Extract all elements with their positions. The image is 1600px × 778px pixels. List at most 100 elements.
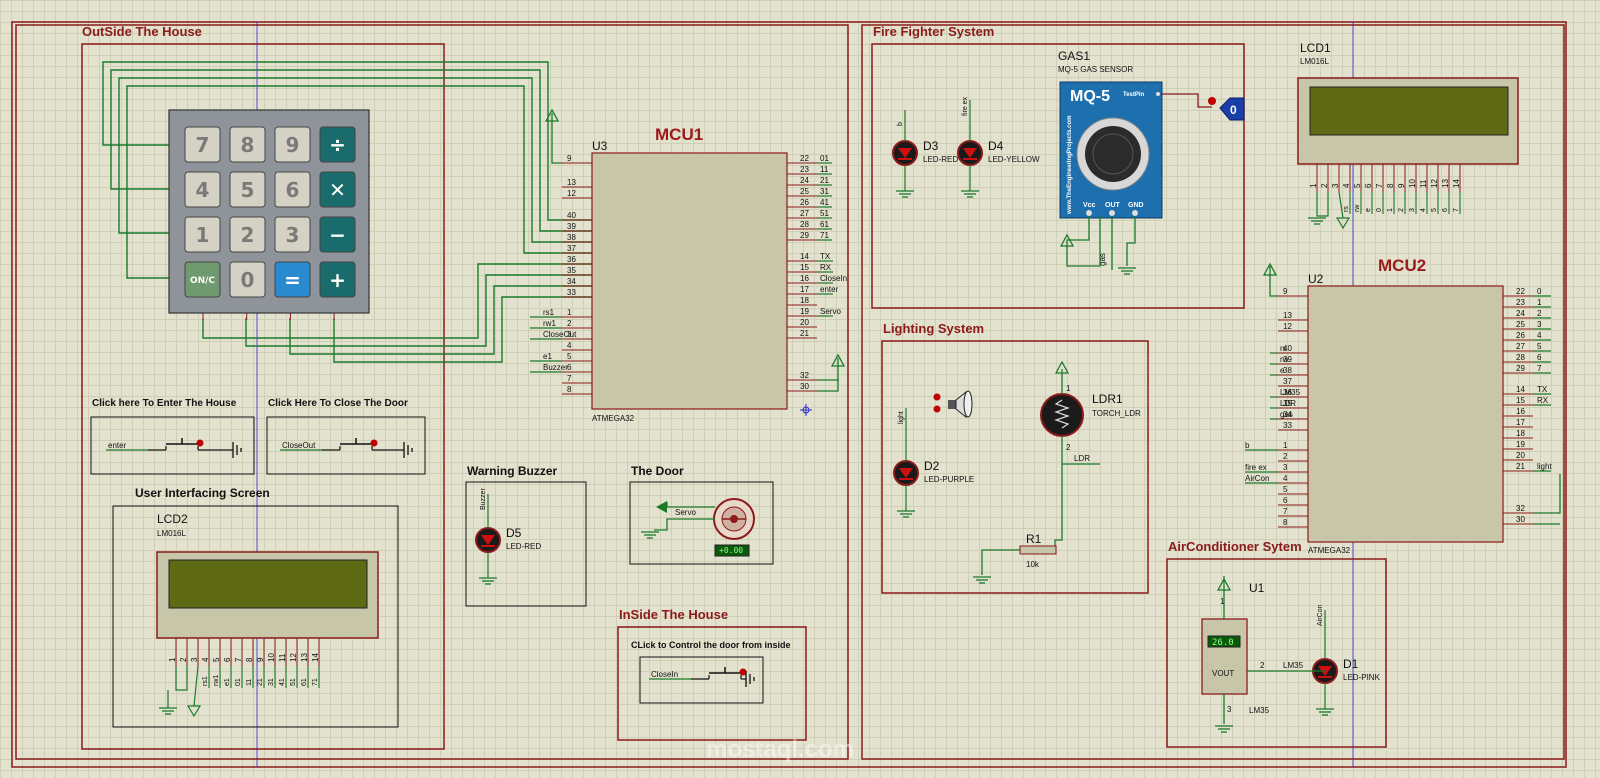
lcd2-net-label: 11: [246, 679, 253, 686]
gas-logic-probe[interactable]: [1219, 97, 1245, 121]
mcu2-pin-num: 17: [1516, 418, 1525, 427]
lcd2-net-label: rs1: [202, 676, 209, 686]
lm35-body[interactable]: [1201, 618, 1248, 695]
lcd1-part: LM016L: [1300, 57, 1329, 66]
gas-label: MQ-5: [1070, 88, 1110, 105]
keypad-key[interactable]: [319, 216, 356, 253]
lcd1-net-label: rs: [1343, 206, 1350, 212]
ldr-part: TORCH_LDR: [1092, 409, 1141, 418]
led-d3-glyph: [898, 148, 912, 158]
mcu2-pin-num: 33: [1283, 421, 1292, 430]
lcd1-pin-num: 8: [1386, 183, 1395, 188]
lcd1-pin-num: 3: [1331, 183, 1340, 188]
button-state-dot[interactable]: [196, 439, 204, 447]
mcu1-pin-num: 13: [567, 178, 576, 187]
servo-signal-arrow: [656, 501, 667, 513]
mcu1-pin-num: 15: [800, 263, 809, 272]
button-state-dot[interactable]: [739, 668, 747, 676]
mcu1-ref: U3: [592, 139, 608, 153]
keypad-key[interactable]: [184, 126, 221, 163]
keypad-key-label: 1: [196, 223, 210, 247]
keypad-key[interactable]: [274, 261, 311, 298]
keypad-key[interactable]: [274, 126, 311, 163]
mcu2-pin-num: 16: [1516, 407, 1525, 416]
mcu2-pin-num: 36: [1283, 388, 1292, 397]
led-d5-ref: D5: [506, 526, 522, 540]
mcu1-net-label: rw1: [543, 319, 556, 328]
mcu2-pin-num: 7: [1283, 507, 1288, 516]
mcu1-pin-num: 25: [800, 187, 809, 196]
gas-part: MQ-5 GAS SENSOR: [1058, 65, 1133, 74]
lcd2-pin-num: 14: [311, 653, 320, 662]
mcu1-pin-num: 6: [567, 363, 572, 372]
keypad-key[interactable]: [184, 216, 221, 253]
mcu2-net-label: 4: [1537, 331, 1542, 340]
mcu2-title: MCU2: [1378, 256, 1426, 275]
mcu1-pin-num: 32: [800, 371, 809, 380]
enter-button-box: [90, 416, 255, 475]
keypad-key[interactable]: [184, 171, 221, 208]
resistor-r1[interactable]: [1019, 545, 1057, 555]
lcd2-pin-num: 13: [300, 653, 309, 662]
lcd2-pin-num: 10: [267, 653, 276, 662]
power-terminal-icon: [830, 353, 846, 367]
keypad-key[interactable]: [229, 216, 266, 253]
lcd2-net-label: 51: [290, 678, 297, 686]
frame-lighting: [881, 340, 1149, 594]
mcu1-pin-num: 18: [800, 296, 809, 305]
mcu1-net-label: 11: [820, 165, 829, 174]
mcu2-reset-wire: [1269, 266, 1278, 297]
keypad-key[interactable]: [274, 171, 311, 208]
lcd2-net-label: rw1: [213, 675, 220, 686]
gas-pin-gnd: [1132, 210, 1138, 216]
lcd2-pin-num: 12: [289, 653, 298, 662]
lm35-reading: 26.0: [1212, 638, 1234, 648]
ldr-ref: LDR1: [1092, 392, 1123, 406]
led-d1-part: LED-PINK: [1343, 673, 1381, 682]
mcu1-body[interactable]: [591, 152, 788, 410]
keypad-key[interactable]: [229, 261, 266, 298]
mcu1-net-label: Buzzer: [543, 363, 568, 372]
button-state-dot[interactable]: [370, 439, 378, 447]
mcu2-net-label: 1: [1537, 298, 1542, 307]
keypad-key[interactable]: [319, 126, 356, 163]
mcu1-pin-num: 9: [567, 154, 572, 163]
frame-warning-title: Warning Buzzer: [467, 464, 558, 478]
mcu1-title: MCU1: [655, 125, 703, 144]
lcd2-pin-num: 4: [201, 657, 210, 662]
keypad-key[interactable]: [274, 216, 311, 253]
lm35-ref: U1: [1249, 581, 1265, 595]
gas-wires: [1066, 216, 1136, 270]
lcd2-pin-num: 3: [190, 657, 199, 662]
frame-aircon: [1166, 558, 1387, 748]
lm35-display: [1207, 635, 1241, 648]
mcu2-pin-num: 2: [1283, 452, 1288, 461]
lcd2-pin-num: 11: [278, 653, 287, 662]
keypad-key[interactable]: [319, 171, 356, 208]
mcu2-pin-num: 25: [1516, 320, 1525, 329]
mcu1-pin-num: 2: [567, 319, 572, 328]
servo-motor[interactable]: +0.00: [713, 498, 755, 557]
inside-button-caption: CLick to Control the door from inside: [631, 640, 791, 650]
lcd2-net-label: e1: [224, 678, 231, 686]
lcd2-pin-num: 9: [256, 657, 265, 662]
keypad-key[interactable]: [319, 261, 356, 298]
keypad-key[interactable]: [229, 126, 266, 163]
keypad-wires: [102, 61, 592, 363]
lcd1-vee-wire: [1338, 191, 1344, 219]
mcu2-body[interactable]: [1307, 285, 1504, 543]
lcd1-pin-num: 7: [1375, 183, 1384, 188]
keypad-key-label: 3: [286, 223, 300, 247]
mcu2-aref-wire: [1533, 474, 1561, 514]
mcu1-part: ATMEGA32: [592, 414, 635, 423]
lcd2-vee-wire: [193, 665, 199, 707]
mcu2-pin-num: 35: [1283, 399, 1292, 408]
mcu2-net-label: AirCon: [1245, 474, 1269, 483]
sheet-border: [11, 21, 1567, 768]
mcu1-pin-num: 36: [567, 255, 576, 264]
keypad-key[interactable]: [184, 261, 221, 298]
mcu2-pin-num: 19: [1516, 440, 1525, 449]
keypad-key[interactable]: [229, 171, 266, 208]
